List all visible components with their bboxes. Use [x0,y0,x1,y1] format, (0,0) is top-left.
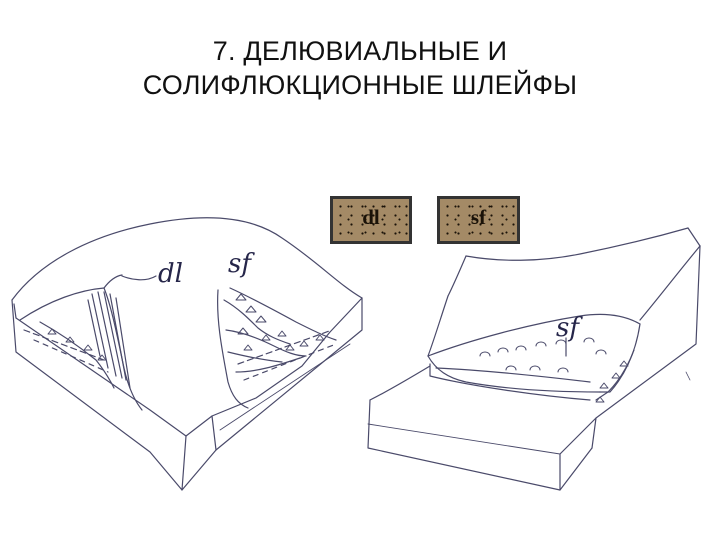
right-label-sf: sf [556,313,583,343]
slide-title: 7. ДЕЛЮВИАЛЬНЫЕ И СОЛИФЛЮКЦИОННЫЕ ШЛЕЙФЫ [0,34,720,102]
left-block-diagram [11,217,363,491]
legend-label-sf: sf [470,204,487,229]
legend-label-dl: dl [362,204,380,229]
legend-swatch-dl: dl [330,196,412,244]
left-label-dl: dl [158,259,183,289]
right-block-diagram [367,227,701,491]
title-line-1: 7. ДЕЛЮВИАЛЬНЫЕ И [212,36,508,66]
title-line-2: СОЛИФЛЮКЦИОННЫЕ ШЛЕЙФЫ [142,70,578,100]
left-label-sf: sf [228,249,255,279]
legend-swatch-sf: sf [437,196,520,244]
